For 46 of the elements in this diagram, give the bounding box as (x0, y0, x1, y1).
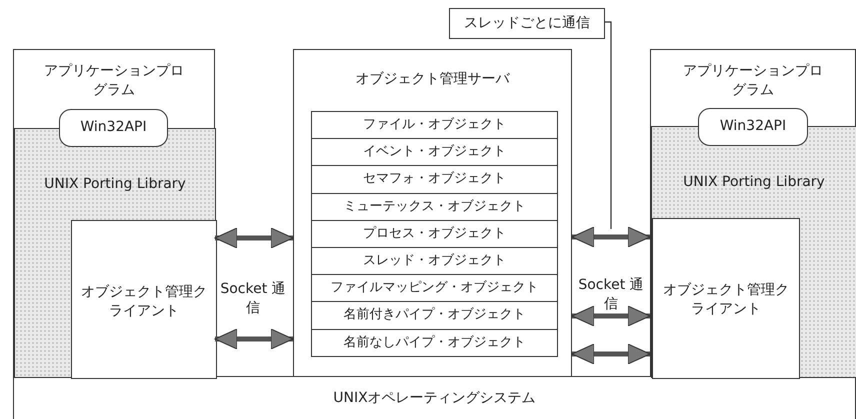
object-row (311, 165, 558, 194)
object-row (311, 111, 558, 140)
object-name: セマフォ・オブジェクト (362, 170, 507, 188)
object-row (311, 328, 558, 357)
object-name: イベント・オブジェクト (362, 143, 507, 162)
object-row (311, 274, 558, 302)
object-name: 名前付きパイプ・オブジェクト (342, 306, 526, 324)
object-name: プロセス・オブジェクト (362, 224, 507, 243)
double-arrow (572, 306, 650, 326)
client-box (71, 220, 217, 379)
callout-box (449, 8, 605, 39)
leader-line (605, 21, 612, 229)
connection-label: Socket 通信 (219, 280, 287, 318)
api-name: Win32API (79, 118, 148, 137)
box-label: UNIXオペレーティングシステム (332, 389, 537, 408)
object-row (311, 247, 558, 276)
object-name: ファイル・オブジェクト (362, 116, 507, 134)
box-label: オブジェクト管理クライアント (662, 281, 790, 319)
double-arrow (214, 228, 294, 248)
box-label: アプリケーションプログラム (43, 62, 185, 100)
box-label: スレッドごとに通信 (463, 14, 591, 33)
double-arrow (572, 226, 650, 248)
box-label: UNIX Porting Library (682, 173, 826, 192)
double-arrow (214, 328, 294, 350)
object-row (311, 138, 558, 166)
object-row (311, 220, 558, 248)
server-box (293, 49, 572, 377)
object-name: スレッド・オブジェクト (362, 252, 507, 270)
api-tab (698, 108, 808, 146)
box-label: UNIX Porting Library (43, 175, 187, 194)
object-name: 名前なしパイプ・オブジェクト (342, 334, 526, 352)
object-name: ファイルマッピング・オブジェクト (330, 279, 540, 298)
application-box (13, 49, 215, 377)
client-box (652, 218, 800, 379)
box-label: オブジェクト管理クライアント (80, 283, 208, 321)
os-box (13, 376, 856, 419)
application-box (650, 49, 856, 377)
box-label: オブジェクト管理サーバ (354, 70, 511, 89)
api-tab (59, 109, 168, 147)
object-name: ミューテックス・オブジェクト (342, 198, 526, 216)
object-row (311, 192, 558, 221)
box-label: アプリケーションプログラム (682, 62, 824, 100)
double-arrow (572, 344, 650, 364)
connection-label: Socket 通信 (577, 276, 645, 314)
api-name: Win32API (718, 117, 788, 136)
object-row (311, 301, 558, 330)
